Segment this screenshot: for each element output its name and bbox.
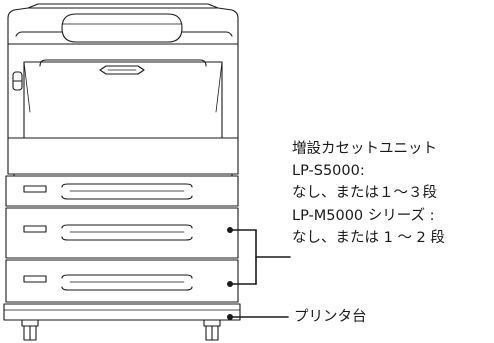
printer-stand (3, 303, 241, 321)
cassette-callout-bracket (229, 229, 291, 285)
printer-body (7, 3, 239, 175)
cassette-callout-text: 増設カセットユニット LP-S5000: なし、または１～３段 LP-M5000… (292, 138, 445, 249)
standard-tray (5, 175, 239, 207)
optional-cassette-1 (5, 207, 239, 259)
output-tray (23, 59, 223, 139)
callout-dot (227, 314, 233, 320)
model-a-label: LP-S5000: (292, 163, 365, 180)
right-caster-icon (203, 319, 221, 341)
printer-base (7, 137, 239, 177)
callout-dot (227, 281, 233, 287)
model-a-detail: なし、または１～３段 (292, 185, 437, 202)
stand-callout-text: プリンタ台 (294, 309, 367, 325)
callout-dot (227, 227, 233, 233)
optional-cassette-2 (5, 259, 239, 303)
top-cover-handle-icon (15, 13, 233, 43)
model-b-label: LP-M5000 シリーズ : (292, 207, 435, 224)
left-caster-icon (21, 319, 39, 341)
side-lock-icon (12, 71, 23, 91)
cassette-heading: 増設カセットユニット (292, 141, 437, 157)
model-b-detail: なし、または 1 ～ 2 段 (292, 229, 445, 246)
